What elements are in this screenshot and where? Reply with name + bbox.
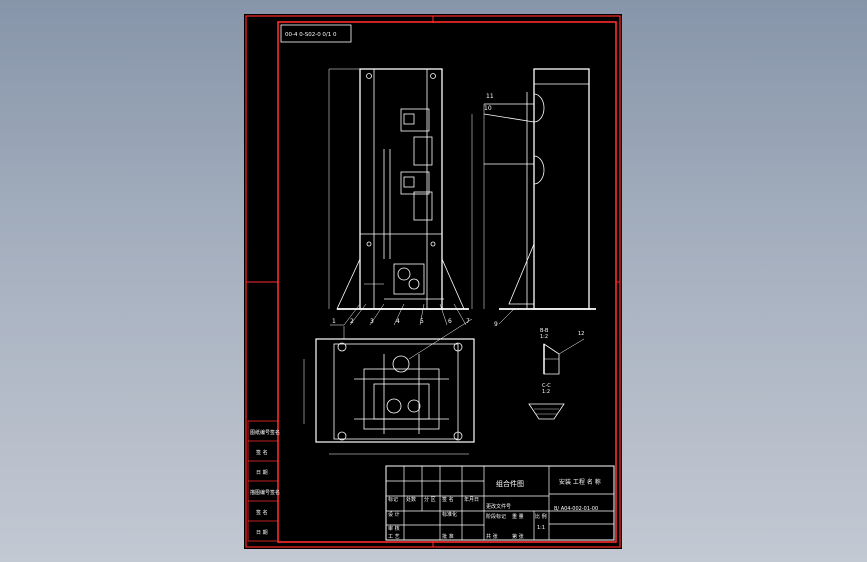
- section-detail-c: [528, 403, 565, 420]
- balloon-6: 6: [448, 318, 452, 325]
- tb-date: 年月日: [464, 496, 479, 503]
- outer-frame: [245, 15, 621, 548]
- title-block: [385, 465, 615, 541]
- inner-frame: [277, 21, 617, 543]
- tb-mark: 标记: [388, 496, 398, 503]
- tb-sheet-no: 第 张: [512, 533, 524, 540]
- balloon-3: 3: [370, 318, 374, 325]
- balloon-10: 10: [484, 105, 492, 112]
- balloon-5: 5: [420, 318, 424, 325]
- tb-scale-value: 1:1: [537, 525, 545, 531]
- balloon-1: 1: [332, 318, 336, 325]
- balloon-11: 11: [486, 93, 494, 100]
- balloon-2: 2: [350, 318, 354, 325]
- left-block-label-5: 签 名: [256, 509, 268, 516]
- tb-weight: 重 量: [512, 513, 524, 520]
- balloon-12: 12: [578, 331, 584, 337]
- left-block-label-2: 签 名: [256, 449, 268, 456]
- section-c-scale: 1:2: [542, 389, 550, 395]
- leader-9: [498, 308, 515, 325]
- left-block-label-6: 日 期: [256, 530, 268, 536]
- tb-design: 设 计: [388, 511, 400, 518]
- side-view: [471, 68, 596, 310]
- front-view: [328, 68, 469, 310]
- tb-approve: 批 准: [442, 533, 454, 540]
- tb-total-sheets: 共 张: [486, 533, 498, 540]
- left-block-label-3: 日 期: [256, 470, 268, 476]
- code-box: 00-4 0-S02-0 0/1 0: [280, 24, 352, 43]
- tb-change-doc: 更改文件号: [486, 503, 511, 510]
- code-box-text: 00-4 0-S02-0 0/1 0: [285, 32, 337, 38]
- tb-scale-label: 比 例: [535, 513, 547, 520]
- balloon-4: 4: [396, 318, 400, 325]
- cad-drawing: 00-4 0-S02-0 0/1 0: [245, 15, 621, 548]
- section-detail-b: [543, 338, 585, 375]
- tb-zone: 分 区: [424, 496, 436, 503]
- tb-count: 处数: [406, 496, 416, 503]
- section-b-scale: 1:2: [540, 334, 548, 340]
- tb-process: 工 艺: [388, 534, 400, 540]
- tb-stage: 阶段标记: [486, 513, 506, 520]
- left-block-label-4: 描图编号签名: [250, 489, 280, 496]
- company-name: 安装 工程 名 称: [559, 478, 601, 486]
- balloon-9: 9: [494, 321, 498, 328]
- front-view-balloons: [330, 303, 467, 326]
- section-b-label: B-B: [540, 328, 549, 334]
- left-block-label-1: 图纸编号签名: [250, 429, 280, 436]
- tb-signature: 签 名: [442, 496, 454, 503]
- top-view: [303, 326, 475, 455]
- tb-review: 审 核: [388, 525, 400, 532]
- left-signature-block: [247, 420, 279, 542]
- drawing-sheet: 00-4 0-S02-0 0/1 0: [244, 14, 622, 549]
- drawing-number: B/ A04-002-01-00: [554, 506, 598, 512]
- leader-8: [408, 318, 473, 360]
- tb-standard: 标准化: [442, 511, 457, 518]
- drawing-title: 组合件图: [496, 479, 524, 488]
- section-c-label: C-C: [542, 383, 551, 389]
